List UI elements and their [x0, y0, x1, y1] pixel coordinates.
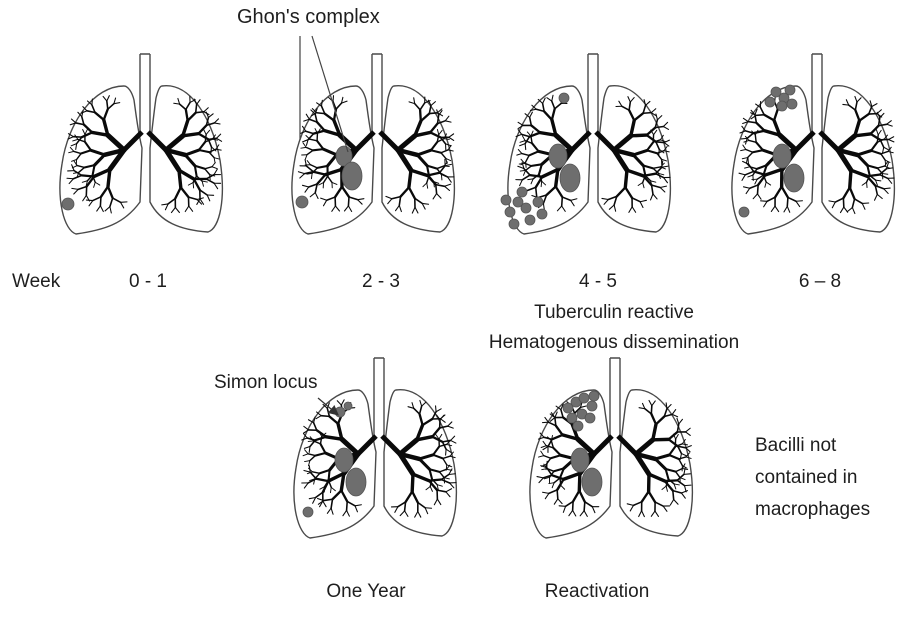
- ghon-complex-label: Ghon's complex: [237, 7, 380, 27]
- trachea: [610, 358, 620, 436]
- primary-focus: [62, 198, 74, 210]
- lung-pair-4: [294, 358, 456, 538]
- primary-focus: [739, 207, 749, 217]
- tuberculin-reactive-note: Tuberculin reactive: [534, 303, 694, 322]
- disseminated-lesion: [525, 215, 535, 225]
- reactivation-lesion: [585, 413, 595, 423]
- hilar-node: [549, 144, 567, 168]
- reactivation-lesion: [589, 391, 599, 401]
- apical-lesion: [785, 85, 795, 95]
- reactivation-lesion: [587, 401, 597, 411]
- apical-lesion: [777, 101, 787, 111]
- reactivation-label: Reactivation: [545, 582, 650, 601]
- lung-pair-2: [501, 54, 670, 234]
- lung-pair-5: [530, 358, 692, 538]
- trachea: [372, 54, 382, 132]
- stage-week-4-5: 4 - 5: [579, 272, 617, 291]
- lung-pair-1: [292, 54, 454, 234]
- apical-lesion: [765, 97, 775, 107]
- one-year-label: One Year: [326, 582, 405, 601]
- side-note-line-3: macrophages: [755, 500, 870, 519]
- side-note-line-1: Bacilli not: [755, 436, 836, 455]
- trachea: [140, 54, 150, 132]
- reactivation-lesion: [579, 393, 589, 403]
- disseminated-lesion: [521, 203, 531, 213]
- hilar-node: [560, 164, 580, 192]
- stage-week-2-3: 2 - 3: [362, 272, 400, 291]
- hilar-node: [571, 448, 589, 472]
- simon-locus-label: Simon locus: [214, 373, 318, 392]
- primary-focus: [296, 196, 308, 208]
- apical-lesion: [787, 99, 797, 109]
- stage-week-0-1: 0 - 1: [129, 272, 167, 291]
- disseminated-lesion: [505, 207, 515, 217]
- hilar-node: [335, 448, 353, 472]
- week-label: Week: [12, 272, 60, 291]
- hilar-node: [346, 468, 366, 496]
- apical-lesion: [559, 93, 569, 103]
- disseminated-lesion: [533, 197, 543, 207]
- trachea: [588, 54, 598, 132]
- reactivation-lesion: [573, 421, 583, 431]
- hilar-node: [342, 162, 362, 190]
- hilar-node: [773, 144, 791, 168]
- hilar-node: [784, 164, 804, 192]
- disseminated-lesion: [517, 187, 527, 197]
- hematogenous-dissemination-note: Hematogenous dissemination: [489, 333, 739, 352]
- simon-locus: [344, 402, 352, 410]
- lung-pair-3: [732, 54, 894, 234]
- side-note-line-2: contained in: [755, 468, 857, 487]
- lung-pair-0: [60, 54, 222, 234]
- disseminated-lesion: [537, 209, 547, 219]
- hilar-node: [582, 468, 602, 496]
- trachea: [812, 54, 822, 132]
- trachea: [374, 358, 384, 436]
- simon-locus: [335, 407, 345, 417]
- disseminated-lesion: [501, 195, 511, 205]
- disseminated-lesion: [509, 219, 519, 229]
- primary-focus: [303, 507, 313, 517]
- stage-week-6-8: 6 – 8: [799, 272, 841, 291]
